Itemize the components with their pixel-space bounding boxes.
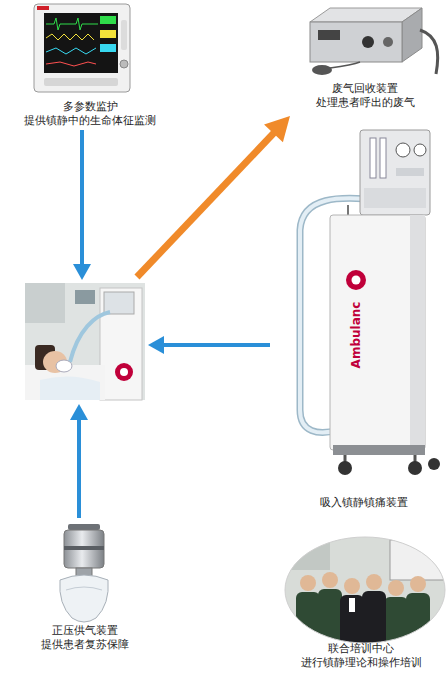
sedation-machine	[300, 130, 440, 475]
device-description: 提供镇静中的生命体征监测	[12, 114, 168, 128]
training-node: 联合培训中心进行镇静理论和操作培训	[277, 534, 445, 670]
resuscitator-device	[60, 524, 109, 622]
device-title: 正压供气装置	[17, 624, 153, 638]
patient-photo	[25, 283, 145, 400]
resuscitator-node: 正压供气装置提供患者复苏保障	[17, 522, 153, 652]
brand-text: Ambulanc	[349, 302, 363, 369]
monitor-node: 多参数监护提供镇静中的生命体征监测	[12, 2, 168, 128]
arrow-shaft	[137, 133, 274, 277]
arrow-head	[264, 116, 290, 142]
picture-area	[25, 283, 145, 400]
device-description: 进行镇静理论和操作培训	[277, 656, 445, 670]
arrow-head	[70, 404, 88, 420]
arrow-head	[148, 336, 164, 354]
picture-area	[17, 522, 153, 624]
patient-node	[25, 283, 145, 400]
flow-arrow	[137, 116, 290, 277]
waste-gas-device	[310, 8, 438, 75]
device-title: 废气回收装置	[287, 82, 443, 96]
flow-arrow	[70, 404, 88, 518]
flow-arrow	[148, 336, 270, 354]
sedation-machine-node: 吸入镇静镇痛装置	[282, 128, 445, 510]
arrow-shaft	[163, 343, 270, 347]
device-description: 提供患者复苏保障	[17, 638, 153, 652]
waste-gas-node: 废气回收装置处理患者呼出的废气	[287, 2, 443, 110]
flow-arrow	[73, 130, 91, 280]
patient-monitor	[34, 4, 130, 92]
arrow-shaft	[80, 130, 84, 265]
device-title: 吸入镇静镇痛装置	[282, 496, 445, 510]
picture-area	[287, 2, 443, 82]
arrow-shaft	[77, 419, 81, 518]
device-title: 多参数监护	[12, 100, 168, 114]
picture-area	[282, 128, 445, 496]
training-photo	[280, 530, 448, 657]
device-title: 联合培训中心	[277, 642, 445, 656]
picture-area	[12, 2, 168, 100]
picture-area	[277, 534, 445, 642]
arrow-head	[73, 264, 91, 280]
device-description: 处理患者呼出的废气	[287, 96, 443, 110]
